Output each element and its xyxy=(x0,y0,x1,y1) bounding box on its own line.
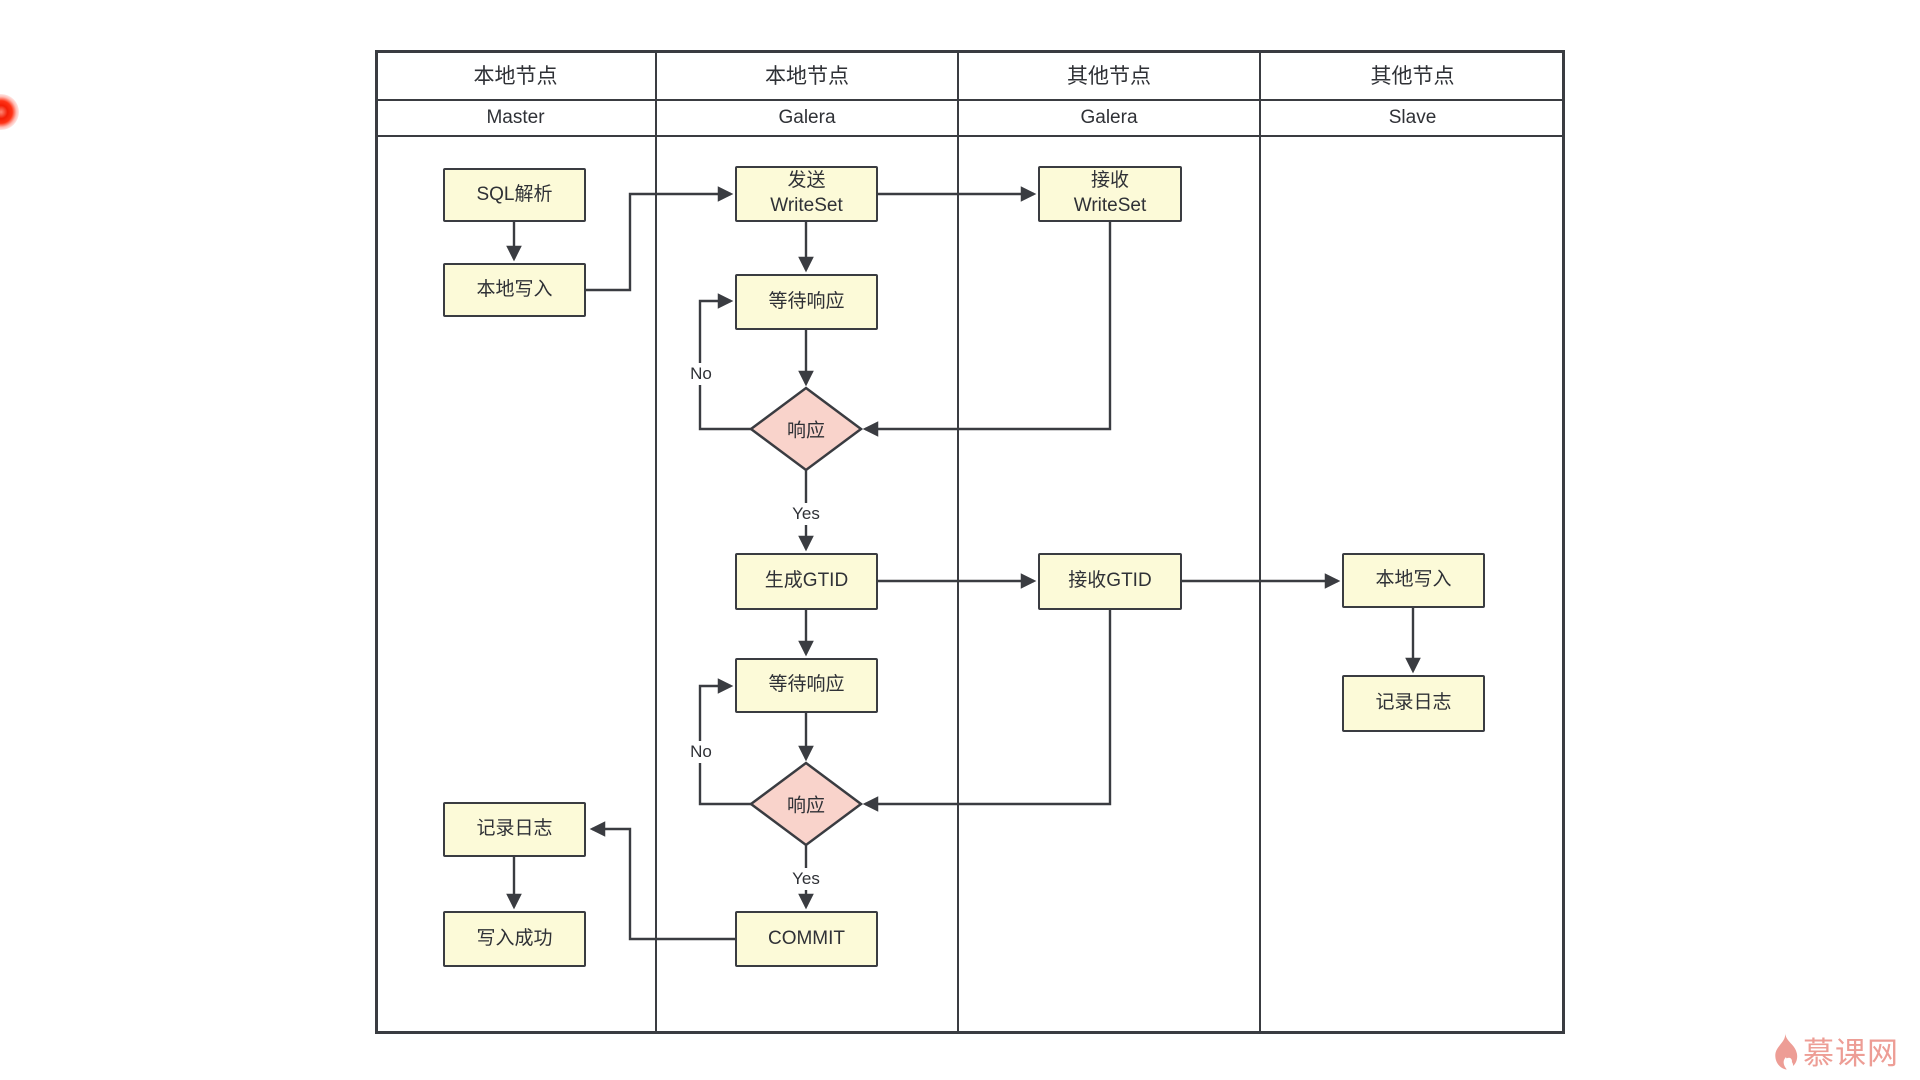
lane-1-group-header: 本地节点 xyxy=(473,65,558,88)
watermark: 慕课网 xyxy=(1770,1028,1899,1073)
decision-response-1-shape xyxy=(748,386,864,472)
lane-2-role-header: Galera xyxy=(778,107,836,128)
node-local-write-slave: 本地写入 xyxy=(1342,553,1485,608)
lane-3-role-header: Galera xyxy=(1080,107,1138,128)
node-wait-response-1: 等待响应 xyxy=(735,274,878,330)
node-send-writeset-line1: 发送 xyxy=(787,170,826,192)
lane-4-group-header: 其他节点 xyxy=(1370,65,1455,88)
lane-2-group-header: 本地节点 xyxy=(765,65,849,88)
node-local-write-master: 本地写入 xyxy=(443,263,586,317)
node-log-slave: 记录日志 xyxy=(1342,675,1485,732)
edge-label-yes-2: Yes xyxy=(788,868,824,890)
node-recv-writeset-line2: WriteSet xyxy=(1073,195,1147,216)
node-gen-gtid: 生成GTID xyxy=(735,553,878,610)
node-send-writeset: 发送 WriteSet xyxy=(735,166,878,222)
node-sql-parse: SQL解析 xyxy=(443,168,586,222)
edge-recvgtid-to-response2 xyxy=(862,610,1112,812)
lane-1-role-header: Master xyxy=(486,107,545,128)
edge-label-yes-1: Yes xyxy=(788,503,824,525)
swimlane-outer-border xyxy=(375,50,1565,1034)
edge-label-no-1: No xyxy=(686,363,716,385)
node-wait-response-2: 等待响应 xyxy=(735,658,878,713)
decision-response-2-shape xyxy=(748,761,864,847)
watermark-brand-text: 慕课网 xyxy=(1803,1036,1899,1071)
edge-label-no-2: No xyxy=(686,741,716,763)
node-recv-gtid: 接收GTID xyxy=(1038,553,1182,610)
lane-3-group-header: 其他节点 xyxy=(1067,65,1151,88)
node-recv-writeset-line1: 接收 xyxy=(1090,170,1129,192)
edge-recvwriteset-to-response1 xyxy=(862,222,1112,437)
node-write-success: 写入成功 xyxy=(443,911,586,967)
lane-4-role-header: Slave xyxy=(1388,107,1437,128)
edge-localwrite-to-sendwriteset xyxy=(586,186,734,292)
node-send-writeset-line2: WriteSet xyxy=(770,195,843,216)
edge-commit-to-log xyxy=(589,821,735,941)
decision-response-2-label: 响应 xyxy=(786,795,826,817)
decision-response-1-label: 响应 xyxy=(786,420,826,442)
laser-pointer-dot xyxy=(0,94,19,130)
node-log-master: 记录日志 xyxy=(443,802,586,857)
flame-icon xyxy=(1775,1031,1798,1070)
node-commit: COMMIT xyxy=(735,911,878,967)
node-recv-writeset: 接收 WriteSet xyxy=(1038,166,1182,222)
